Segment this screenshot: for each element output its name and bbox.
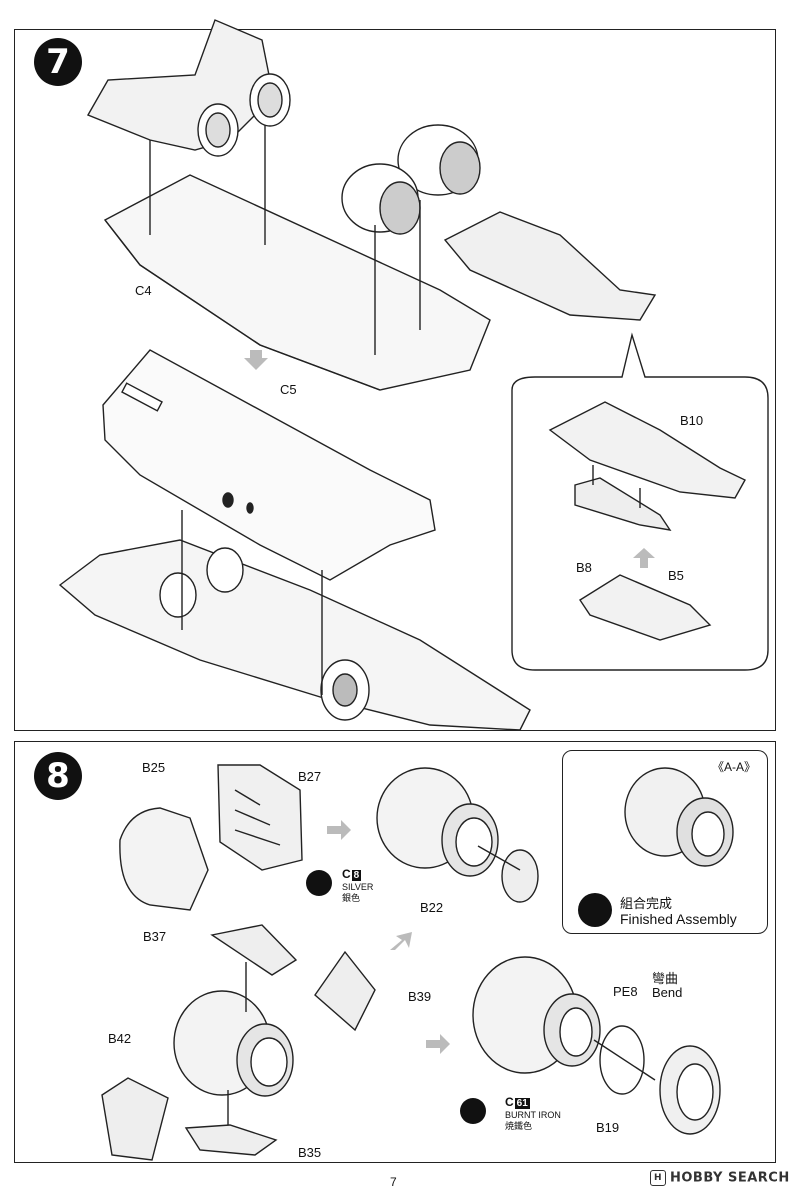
part-label-c5: C5 bbox=[280, 382, 297, 397]
paint-code-number: 8 bbox=[351, 870, 362, 881]
paint-name-en: SILVER bbox=[342, 882, 374, 892]
part-label-b10: B10 bbox=[680, 413, 704, 428]
part-label-b39: B39 bbox=[408, 989, 432, 1004]
part-label-b35: B35 bbox=[298, 1145, 322, 1160]
watermark-text: HOBBY SEARCH bbox=[670, 1170, 790, 1186]
finished-assembly-en: Finished Assembly bbox=[620, 911, 737, 927]
part-label-c4: C4 bbox=[135, 283, 152, 298]
part-label-b5: B5 bbox=[668, 568, 684, 583]
paint-brush-icon bbox=[306, 870, 332, 896]
part-label-b19: B19 bbox=[596, 1120, 620, 1135]
section-view-box bbox=[562, 750, 768, 934]
part-label-b37: B37 bbox=[143, 929, 167, 944]
part-label-b8: B8 bbox=[576, 560, 592, 575]
bend-label-jp: 彎曲 bbox=[652, 971, 679, 986]
page-number: 7 bbox=[390, 1175, 397, 1189]
part-label-pe8: PE8 bbox=[613, 984, 638, 999]
paint-code-letter: C bbox=[342, 867, 351, 881]
checkmark-icon bbox=[578, 893, 612, 927]
paint-name-jp: 銀色 bbox=[342, 893, 361, 903]
step-8-badge: 8 bbox=[34, 752, 82, 800]
paint-name-en: BURNT IRON bbox=[505, 1110, 561, 1120]
bend-label-en: Bend bbox=[652, 985, 683, 1000]
paint-code-letter: C bbox=[505, 1095, 514, 1109]
step-7-badge: 7 bbox=[34, 38, 82, 86]
part-label-b27: B27 bbox=[298, 769, 322, 784]
part-label-b22: B22 bbox=[420, 900, 444, 915]
paint-brush-icon bbox=[460, 1098, 486, 1124]
hobby-search-logo-icon: H bbox=[650, 1170, 666, 1186]
part-label-b42: B42 bbox=[108, 1031, 132, 1046]
part-label-b25: B25 bbox=[142, 760, 166, 775]
paint-name-jp: 焼鐵色 bbox=[505, 1121, 533, 1131]
paint-code-number: 61 bbox=[514, 1098, 530, 1109]
finished-assembly-jp: 組合完成 bbox=[620, 896, 673, 911]
section-view-label: 《A-A》 bbox=[712, 760, 757, 774]
